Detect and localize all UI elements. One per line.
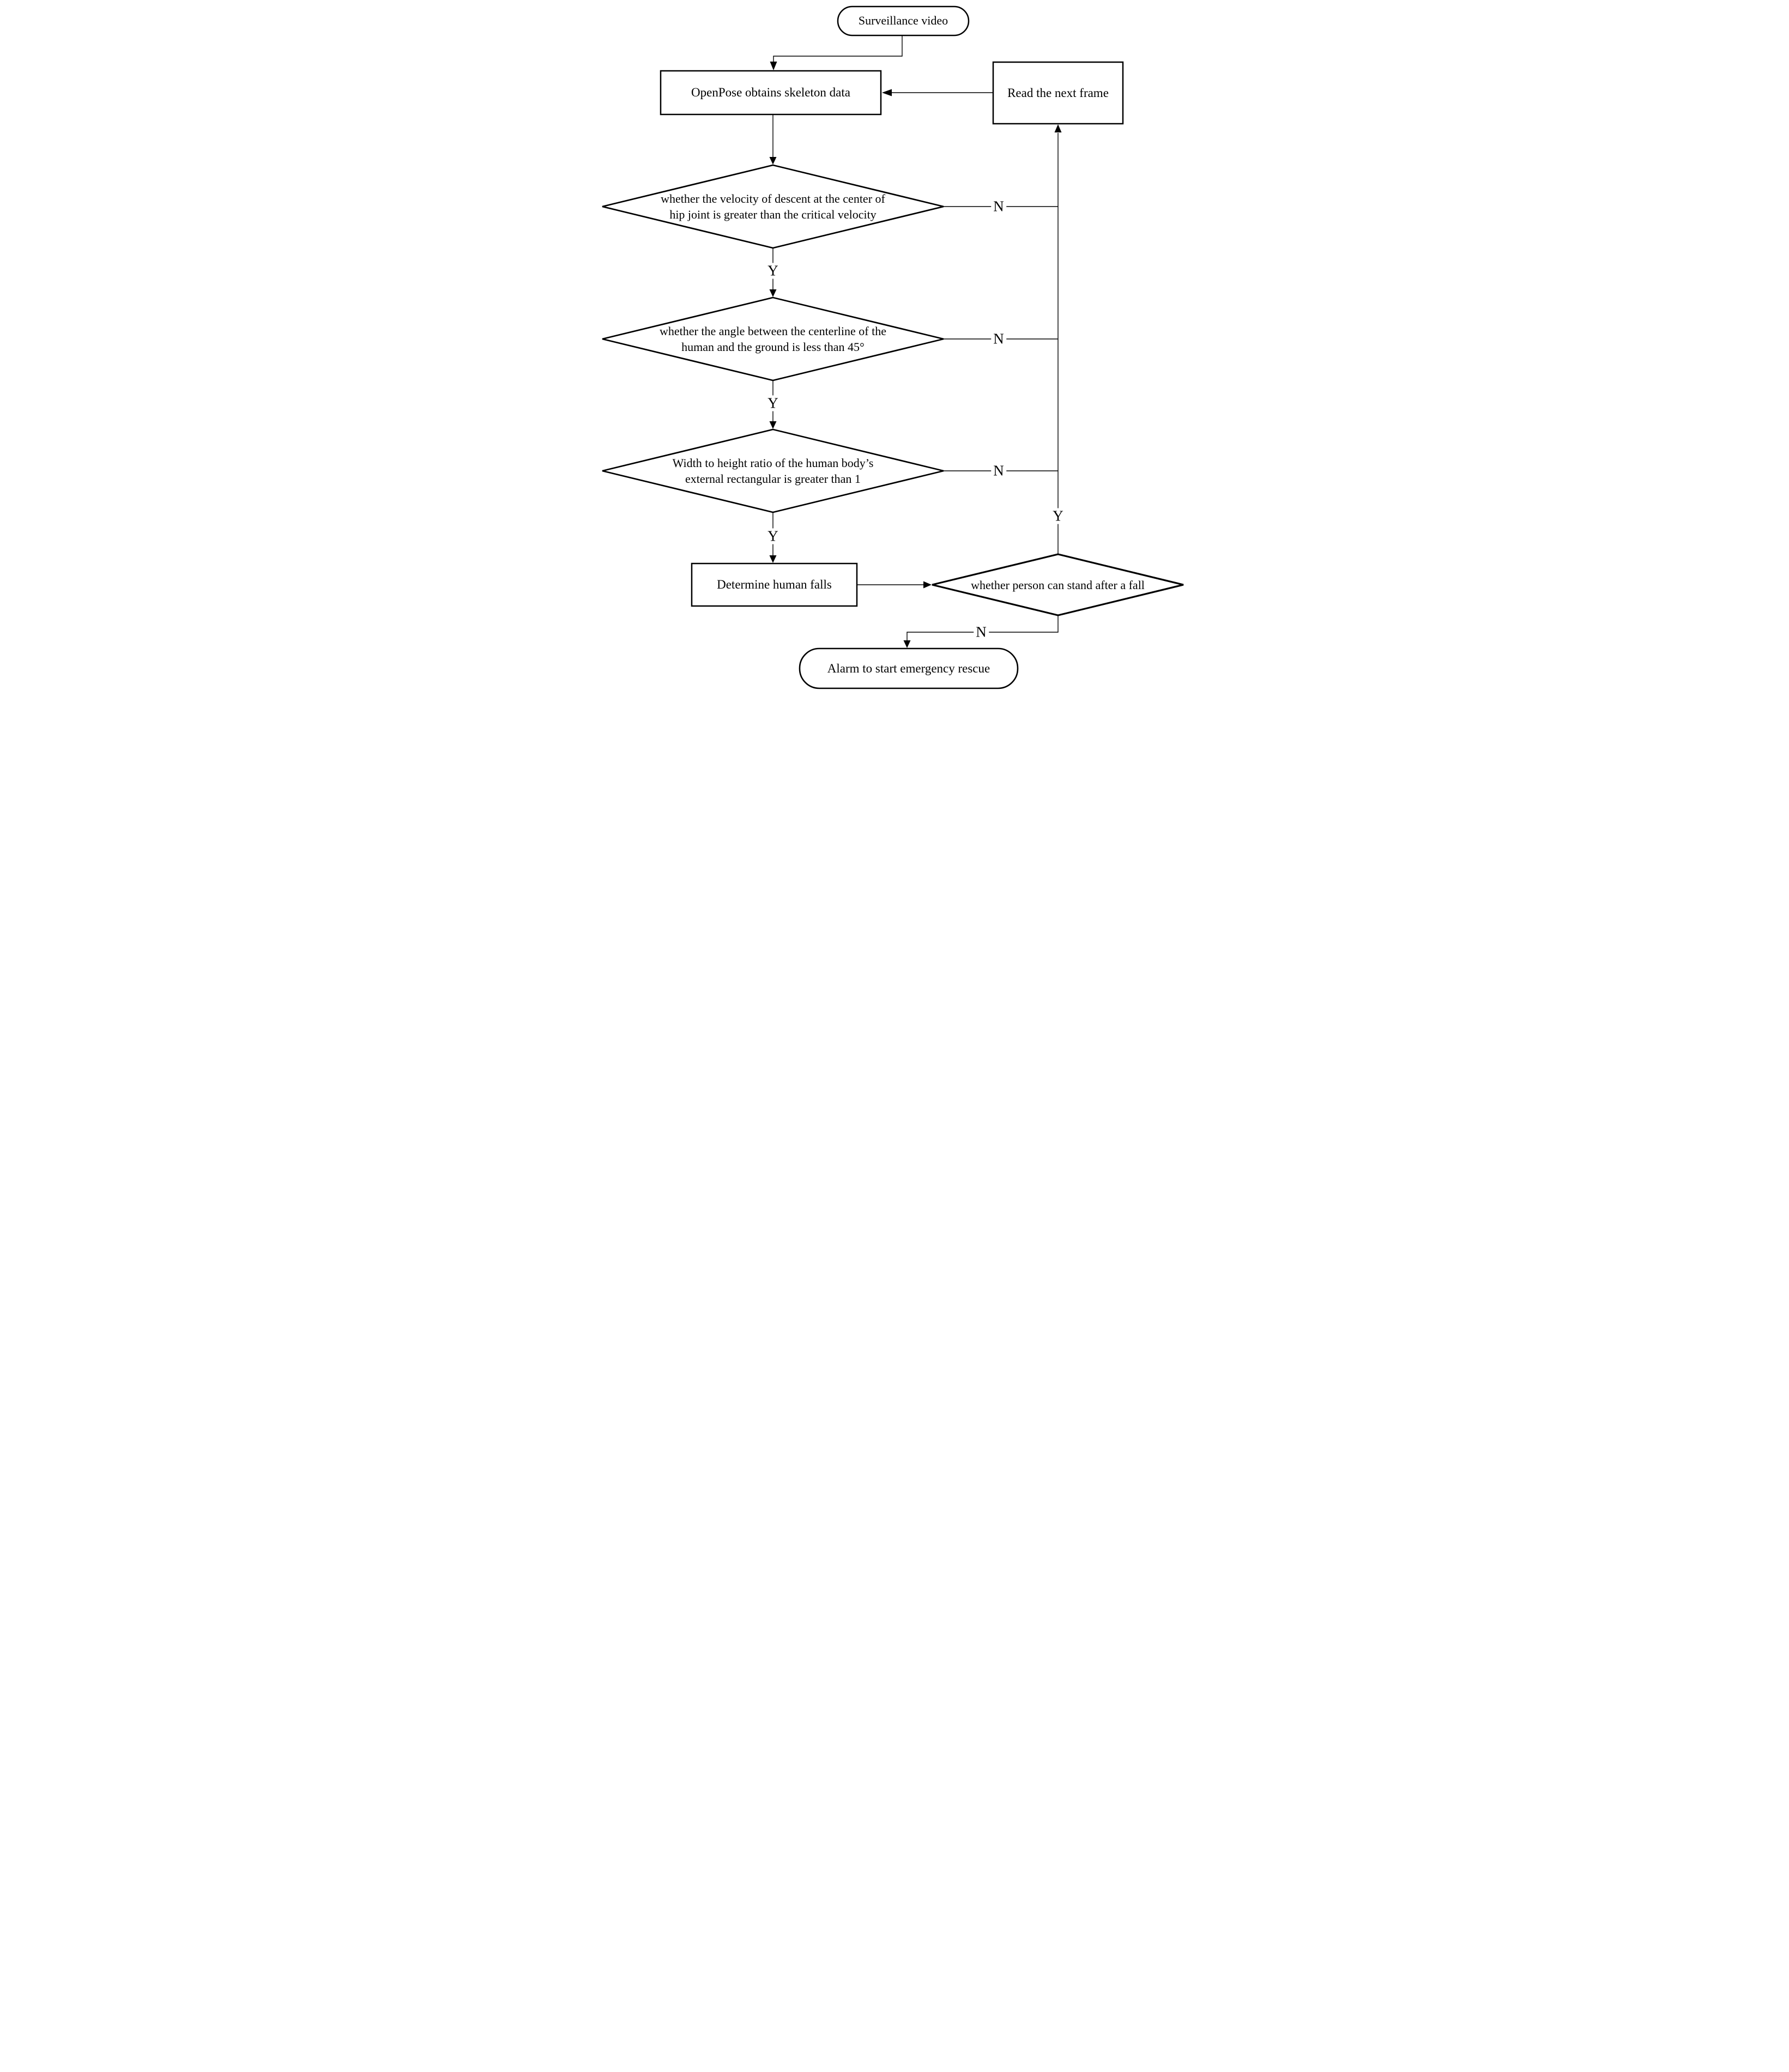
ratio-decision-shape [602, 428, 944, 513]
read-frame-process-shape [992, 61, 1124, 125]
arrowhead-into-velocity-diamond [769, 157, 777, 165]
stand-decision-shape [932, 553, 1184, 616]
arrowhead-into-readframe-bottom [1054, 124, 1062, 132]
start-terminator-shape [837, 5, 970, 37]
arrowhead-into-openpose-top [770, 62, 777, 70]
arrowhead-into-stand-diamond [923, 581, 932, 589]
openpose-process-shape [660, 70, 882, 116]
determine-process-shape [691, 562, 858, 607]
velocity-decision-shape [602, 164, 944, 249]
flowchart-canvas: Surveillance video OpenPose obtains skel… [596, 0, 1193, 690]
arrowhead-into-determine-box [769, 555, 777, 563]
arrowhead-into-openpose-right [882, 89, 892, 96]
edge-start-to-openpose [773, 35, 903, 62]
flowchart-drawing [602, 5, 1184, 689]
arrowhead-into-angle-diamond [769, 289, 777, 297]
arrowhead-into-alarm-top [903, 640, 911, 648]
arrowhead-into-ratio-diamond [769, 421, 777, 429]
angle-decision-shape [602, 296, 944, 381]
alarm-terminator-shape [799, 647, 1019, 689]
edge-stand-no-to-alarm [906, 615, 1059, 640]
